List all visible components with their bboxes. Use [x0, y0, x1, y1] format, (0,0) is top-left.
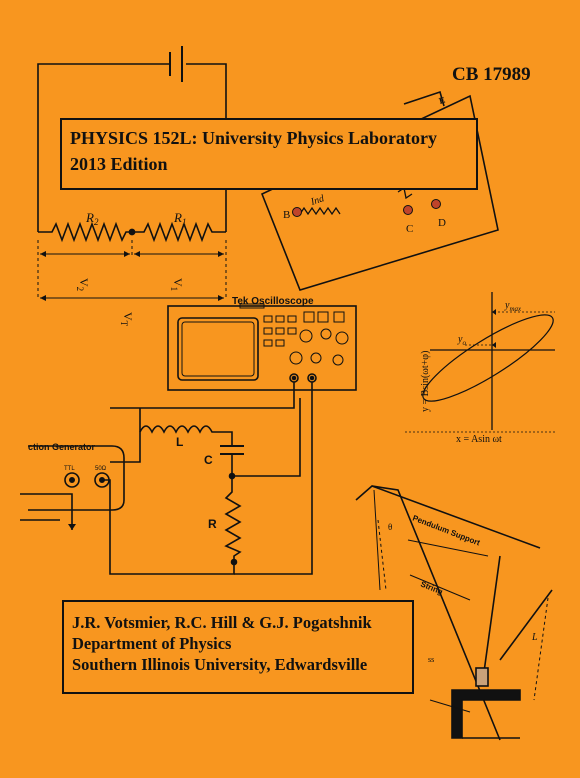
label-fg-output: 50Ω [95, 466, 107, 472]
label-yo: yo [457, 334, 466, 347]
department: Department of Physics [72, 634, 232, 653]
label-e: E [438, 95, 447, 106]
label-b: B [283, 209, 290, 221]
oscilloscope-title: Tek Oscilloscope [232, 296, 314, 307]
label-c: C [406, 223, 413, 235]
label-vt: VT [119, 312, 135, 327]
coil-board-terminals [292, 199, 441, 217]
label-d: D [438, 217, 446, 229]
label-v2: V2 [75, 278, 91, 291]
label-r1: R1 [173, 210, 186, 227]
label-c-rlc: C [204, 453, 213, 467]
series-circuit [37, 46, 227, 301]
authors: J.R. Votsmier, R.C. Hill & G.J. Pogatshn… [72, 613, 372, 632]
label-theta: θ [388, 522, 392, 532]
lissajous-figure [405, 292, 555, 433]
label-y-equation: y = Bsin(ωt+φ) [420, 351, 431, 412]
author-box: J.R. Votsmier, R.C. Hill & G.J. Pogatshn… [62, 600, 414, 694]
pendulum-drawing [355, 485, 553, 741]
label-ss: ss [428, 655, 434, 664]
label-v1: V1 [169, 278, 185, 291]
title-box: PHYSICS 152L: University Physics Laborat… [60, 118, 478, 190]
label-ind: Ind [309, 193, 327, 208]
label-r2: R2 [85, 210, 99, 227]
label-ttl: TTL [64, 466, 75, 472]
label-x-equation: x = Asin ωt [456, 434, 502, 445]
catalog-code: CB 17989 [452, 64, 531, 85]
label-l: L [176, 435, 183, 449]
label-string: String [419, 580, 444, 597]
label-ymax: ymax [504, 300, 522, 313]
rlc-circuit [20, 382, 313, 575]
oscilloscope-drawing [167, 303, 357, 391]
university: Southern Illinois University, Edwardsvil… [72, 655, 368, 674]
label-r: R [208, 517, 217, 531]
book-edition: 2013 Edition [70, 154, 168, 174]
book-title: PHYSICS 152L: University Physics Laborat… [70, 128, 438, 148]
function-generator-title: ction Generator [28, 442, 96, 452]
label-pendulum-length: L [531, 632, 538, 643]
